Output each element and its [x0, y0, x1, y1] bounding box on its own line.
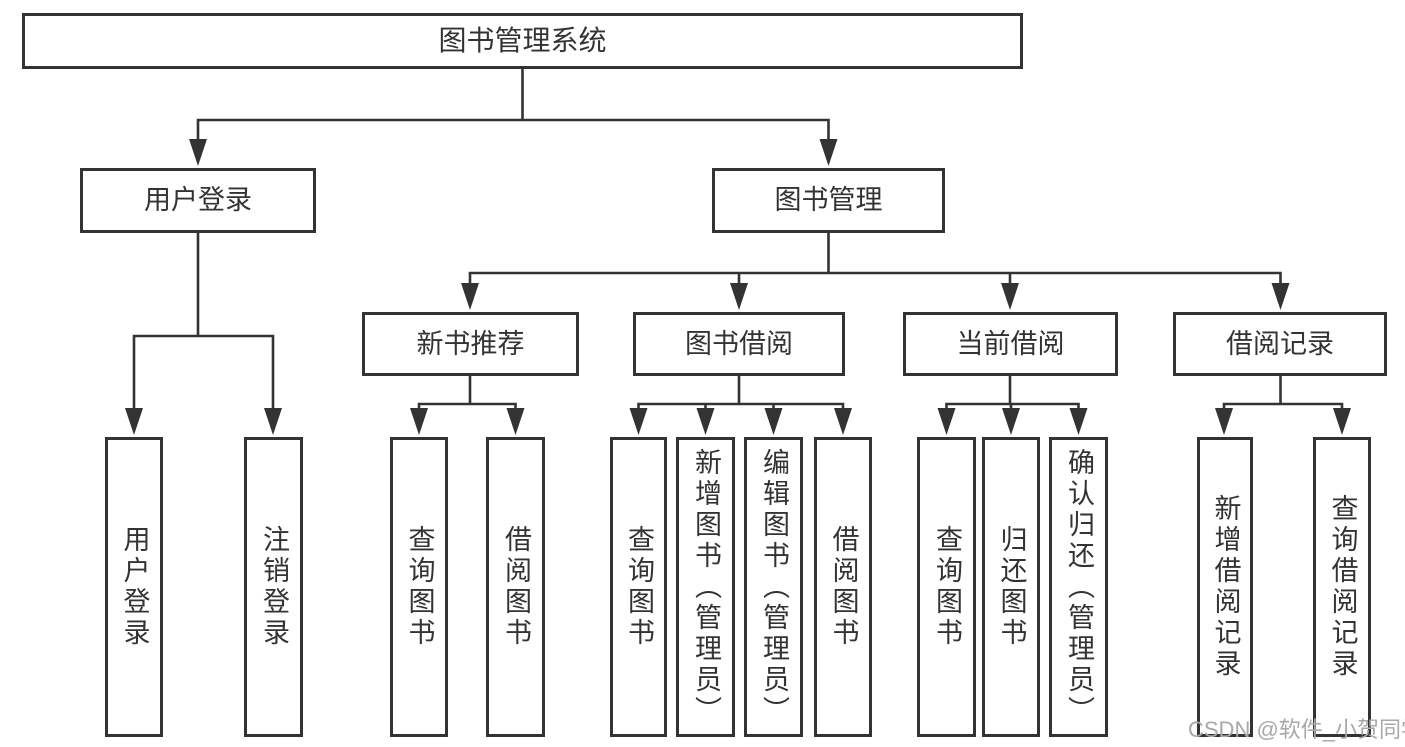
leaf-logout: 注销登录: [244, 437, 303, 737]
arrowheads: [125, 139, 1351, 435]
leaf-nb-query-books: 查询图书: [390, 437, 448, 737]
leaf-label: 借阅图书: [501, 525, 531, 649]
leaf-label: 新增图书（管理员）: [691, 447, 721, 727]
leaf-label: 归还图书: [996, 525, 1027, 649]
leaf-label: 用户登录: [119, 525, 150, 649]
node-label: 用户登录: [144, 185, 252, 215]
leaf-user-login: 用户登录: [105, 437, 163, 737]
node-label: 图书管理: [774, 185, 883, 215]
node-label: 当前借阅: [956, 328, 1065, 359]
leaf-cb-return-books: 归还图书: [982, 437, 1040, 737]
leaf-bb-edit-books-admin: 编辑图书（管理员）: [744, 437, 803, 737]
leaf-br-query-record: 查询借阅记录: [1313, 437, 1371, 737]
leaf-label: 查询图书: [932, 525, 962, 649]
leaf-nb-borrow-books: 借阅图书: [486, 437, 545, 737]
leaf-label: 查询图书: [624, 525, 654, 649]
node-borrowing-records: 借阅记录: [1173, 312, 1387, 376]
node-label: 图书借阅: [685, 328, 793, 359]
node-label: 图书管理系统: [438, 25, 607, 56]
node-new-book-recommend: 新书推荐: [362, 312, 579, 376]
csdn-watermark: CSDN @软件_小贺同学: [1188, 717, 1405, 742]
node-user-login: 用户登录: [80, 168, 316, 233]
leaf-label: 编辑图书（管理员）: [759, 447, 789, 727]
node-library-management-system: 图书管理系统: [22, 13, 1023, 69]
node-label: 借阅记录: [1226, 328, 1334, 359]
node-book-management: 图书管理: [712, 168, 945, 233]
leaf-br-add-record: 新增借阅记录: [1197, 437, 1253, 737]
leaf-label: 查询图书: [404, 525, 435, 649]
leaf-label: 确认归还（管理员）: [1064, 447, 1094, 727]
leaf-label: 新增借阅记录: [1210, 494, 1241, 680]
node-book-borrowing: 图书借阅: [633, 312, 845, 376]
leaf-cb-confirm-return-admin: 确认归还（管理员）: [1049, 437, 1108, 737]
leaf-bb-query-books: 查询图书: [610, 437, 667, 737]
node-current-borrowing: 当前借阅: [903, 312, 1118, 376]
leaf-bb-add-books-admin: 新增图书（管理员）: [676, 437, 735, 737]
node-label: 新书推荐: [416, 328, 525, 359]
leaf-cb-query-books: 查询图书: [917, 437, 976, 737]
leaf-bb-borrow-books: 借阅图书: [814, 437, 872, 737]
leaf-label: 借阅图书: [828, 525, 859, 649]
leaf-label: 注销登录: [259, 525, 289, 649]
leaf-label: 查询借阅记录: [1327, 494, 1358, 680]
